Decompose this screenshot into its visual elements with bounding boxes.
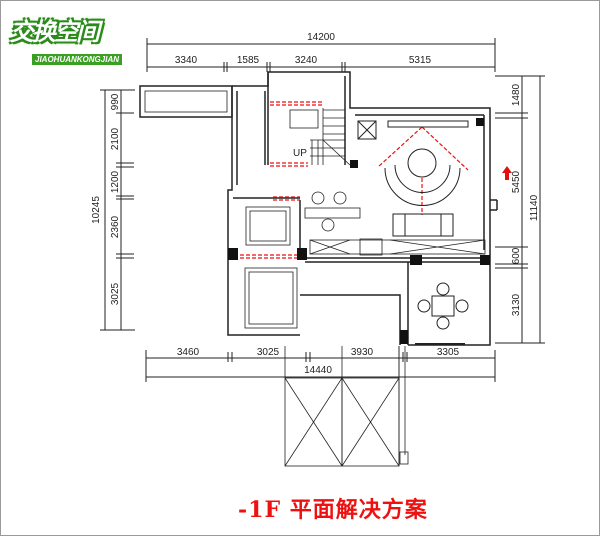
left-dimensions (100, 89, 135, 331)
dim-left-5: 3025 (110, 282, 121, 305)
kitchen-counter (304, 191, 486, 256)
dim-right-3: 600 (511, 247, 522, 264)
columns (228, 118, 490, 344)
plan-title: -1F 平面解决方案 (238, 497, 428, 523)
dim-left-4: 2360 (110, 215, 121, 238)
dim-left-1: 990 (110, 93, 121, 110)
logo: 交换空间 JIAOHUANKONGJIAN (6, 18, 126, 70)
dim-right-1: 1480 (511, 83, 522, 106)
dim-right-total: 11140 (529, 194, 540, 221)
logo-subtext: JIAOHUANKONGJIAN (32, 54, 123, 65)
right-dimensions (495, 75, 545, 344)
dim-bottom-4: 3305 (437, 347, 460, 358)
dim-bottom-3: 3930 (351, 347, 374, 358)
dim-left-3: 1200 (110, 170, 121, 193)
dim-left-2: 2100 (110, 127, 121, 150)
dim-left-total: 10245 (91, 196, 102, 224)
living-room-furniture (357, 120, 469, 237)
dim-bottom-2: 3025 (257, 347, 280, 358)
dim-bottom-total: 14440 (304, 365, 332, 376)
dining-table (415, 282, 469, 345)
dim-top-1: 3340 (175, 55, 198, 66)
bottom-dimensions (145, 350, 496, 382)
stairs-up-label: UP (293, 148, 307, 159)
north-arrow-icon (502, 166, 512, 180)
garage-area (284, 346, 409, 467)
walls (139, 71, 498, 346)
logo-text: 交换空间 (10, 18, 100, 46)
staircase (289, 108, 351, 166)
dim-top-4: 5315 (409, 55, 432, 66)
bath-fixtures (244, 206, 298, 329)
dim-right-2: 5450 (511, 170, 522, 193)
dim-top-3: 3240 (295, 55, 318, 66)
dim-bottom-1: 3460 (177, 347, 200, 358)
top-dimensions (146, 38, 496, 72)
red-dashed-lines (240, 101, 469, 259)
dim-top-2: 1585 (237, 55, 260, 66)
dim-top-total: 14200 (307, 32, 335, 43)
dim-right-4: 3130 (511, 293, 522, 316)
